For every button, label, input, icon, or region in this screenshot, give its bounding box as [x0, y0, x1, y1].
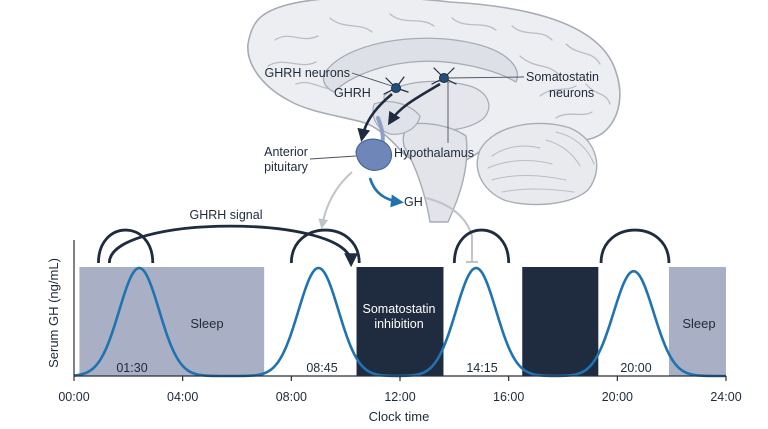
ghrh-neuron [383, 76, 409, 95]
label-somatostatin-neurons-2: neurons [549, 86, 594, 100]
somatostatin-inhibition-period-2 [522, 267, 599, 376]
anterior-pituitary-gland [355, 138, 393, 171]
label-ghrh-neurons: GHRH neurons [265, 66, 350, 80]
peak-time-label-4: 20:00 [620, 361, 651, 375]
peak-time-label-3: 14:15 [466, 361, 497, 375]
serum-gh-chart: 00:00 04:00 08:00 12:00 16:00 20:00 24:00 GHRH… [46, 208, 742, 424]
somatostatin-pathway-arrow [387, 82, 441, 126]
pituitary-to-chart-arrow [318, 171, 353, 229]
x-tick-label: 12:00 [384, 390, 415, 404]
period-blocks [79, 267, 726, 376]
corpus-callosum [322, 37, 518, 93]
ghrh-arc-1 [97, 228, 155, 264]
label-anterior-pituitary-1: Anterior [264, 145, 308, 159]
x-tick-label: 04:00 [167, 390, 198, 404]
ghrh-neurons-leader [351, 72, 393, 87]
sleep-label-right: Sleep [682, 316, 715, 331]
x-tick-label: 20:00 [602, 390, 633, 404]
somatostatin-to-chart-line [425, 197, 473, 262]
sleep-period-2 [668, 267, 726, 376]
sleep-period-1 [79, 267, 265, 376]
label-somatostatin-neurons-1: Somatostatin [526, 70, 599, 84]
x-tick-label: 16:00 [493, 390, 524, 404]
somatostatin-label-2: inhibition [374, 317, 423, 331]
somatostatin-label-1: Somatostatin [363, 302, 436, 316]
gh-release-arrow [368, 177, 404, 208]
x-tick-label: 00:00 [58, 390, 89, 404]
ghrh-signal-label: GHRH signal [190, 208, 263, 222]
somatostatin-leader [447, 76, 525, 79]
label-gh: GH [404, 195, 423, 209]
brain-illustration: GHRH neurons GHRH Somatostatin neurons A… [247, 0, 621, 263]
ghrh-pathway-arrow [357, 93, 393, 142]
brainstem [402, 122, 468, 223]
x-ticks: 00:00 04:00 08:00 12:00 16:00 20:00 24:00 [58, 376, 742, 404]
sleep-label-left: Sleep [190, 316, 223, 331]
y-axis-title: Serum GH (ng/mL) [46, 258, 61, 368]
label-anterior-pituitary-2: pituitary [264, 160, 309, 174]
label-ghrh: GHRH [334, 86, 371, 100]
cerebellum-folia [487, 131, 595, 193]
ghrh-arc-4 [452, 228, 511, 264]
x-tick-label: 08:00 [276, 390, 307, 404]
label-hypothalamus: Hypothalamus [394, 146, 474, 160]
peak-time-label-1: 01:30 [116, 361, 147, 375]
ghrh-arc-3 [289, 228, 361, 264]
pituitary-leader [309, 155, 357, 160]
ghrh-arc-2 [107, 224, 359, 268]
cerebellum [476, 122, 598, 206]
ghrh-arcs [97, 224, 671, 268]
x-axis-title: Clock time [369, 409, 430, 424]
somatostatin-inhibition-period-1 [356, 267, 444, 376]
ghrh-arc-5 [599, 228, 671, 264]
peak-time-label-2: 08:45 [306, 361, 337, 375]
x-tick-label: 24:00 [710, 390, 741, 404]
